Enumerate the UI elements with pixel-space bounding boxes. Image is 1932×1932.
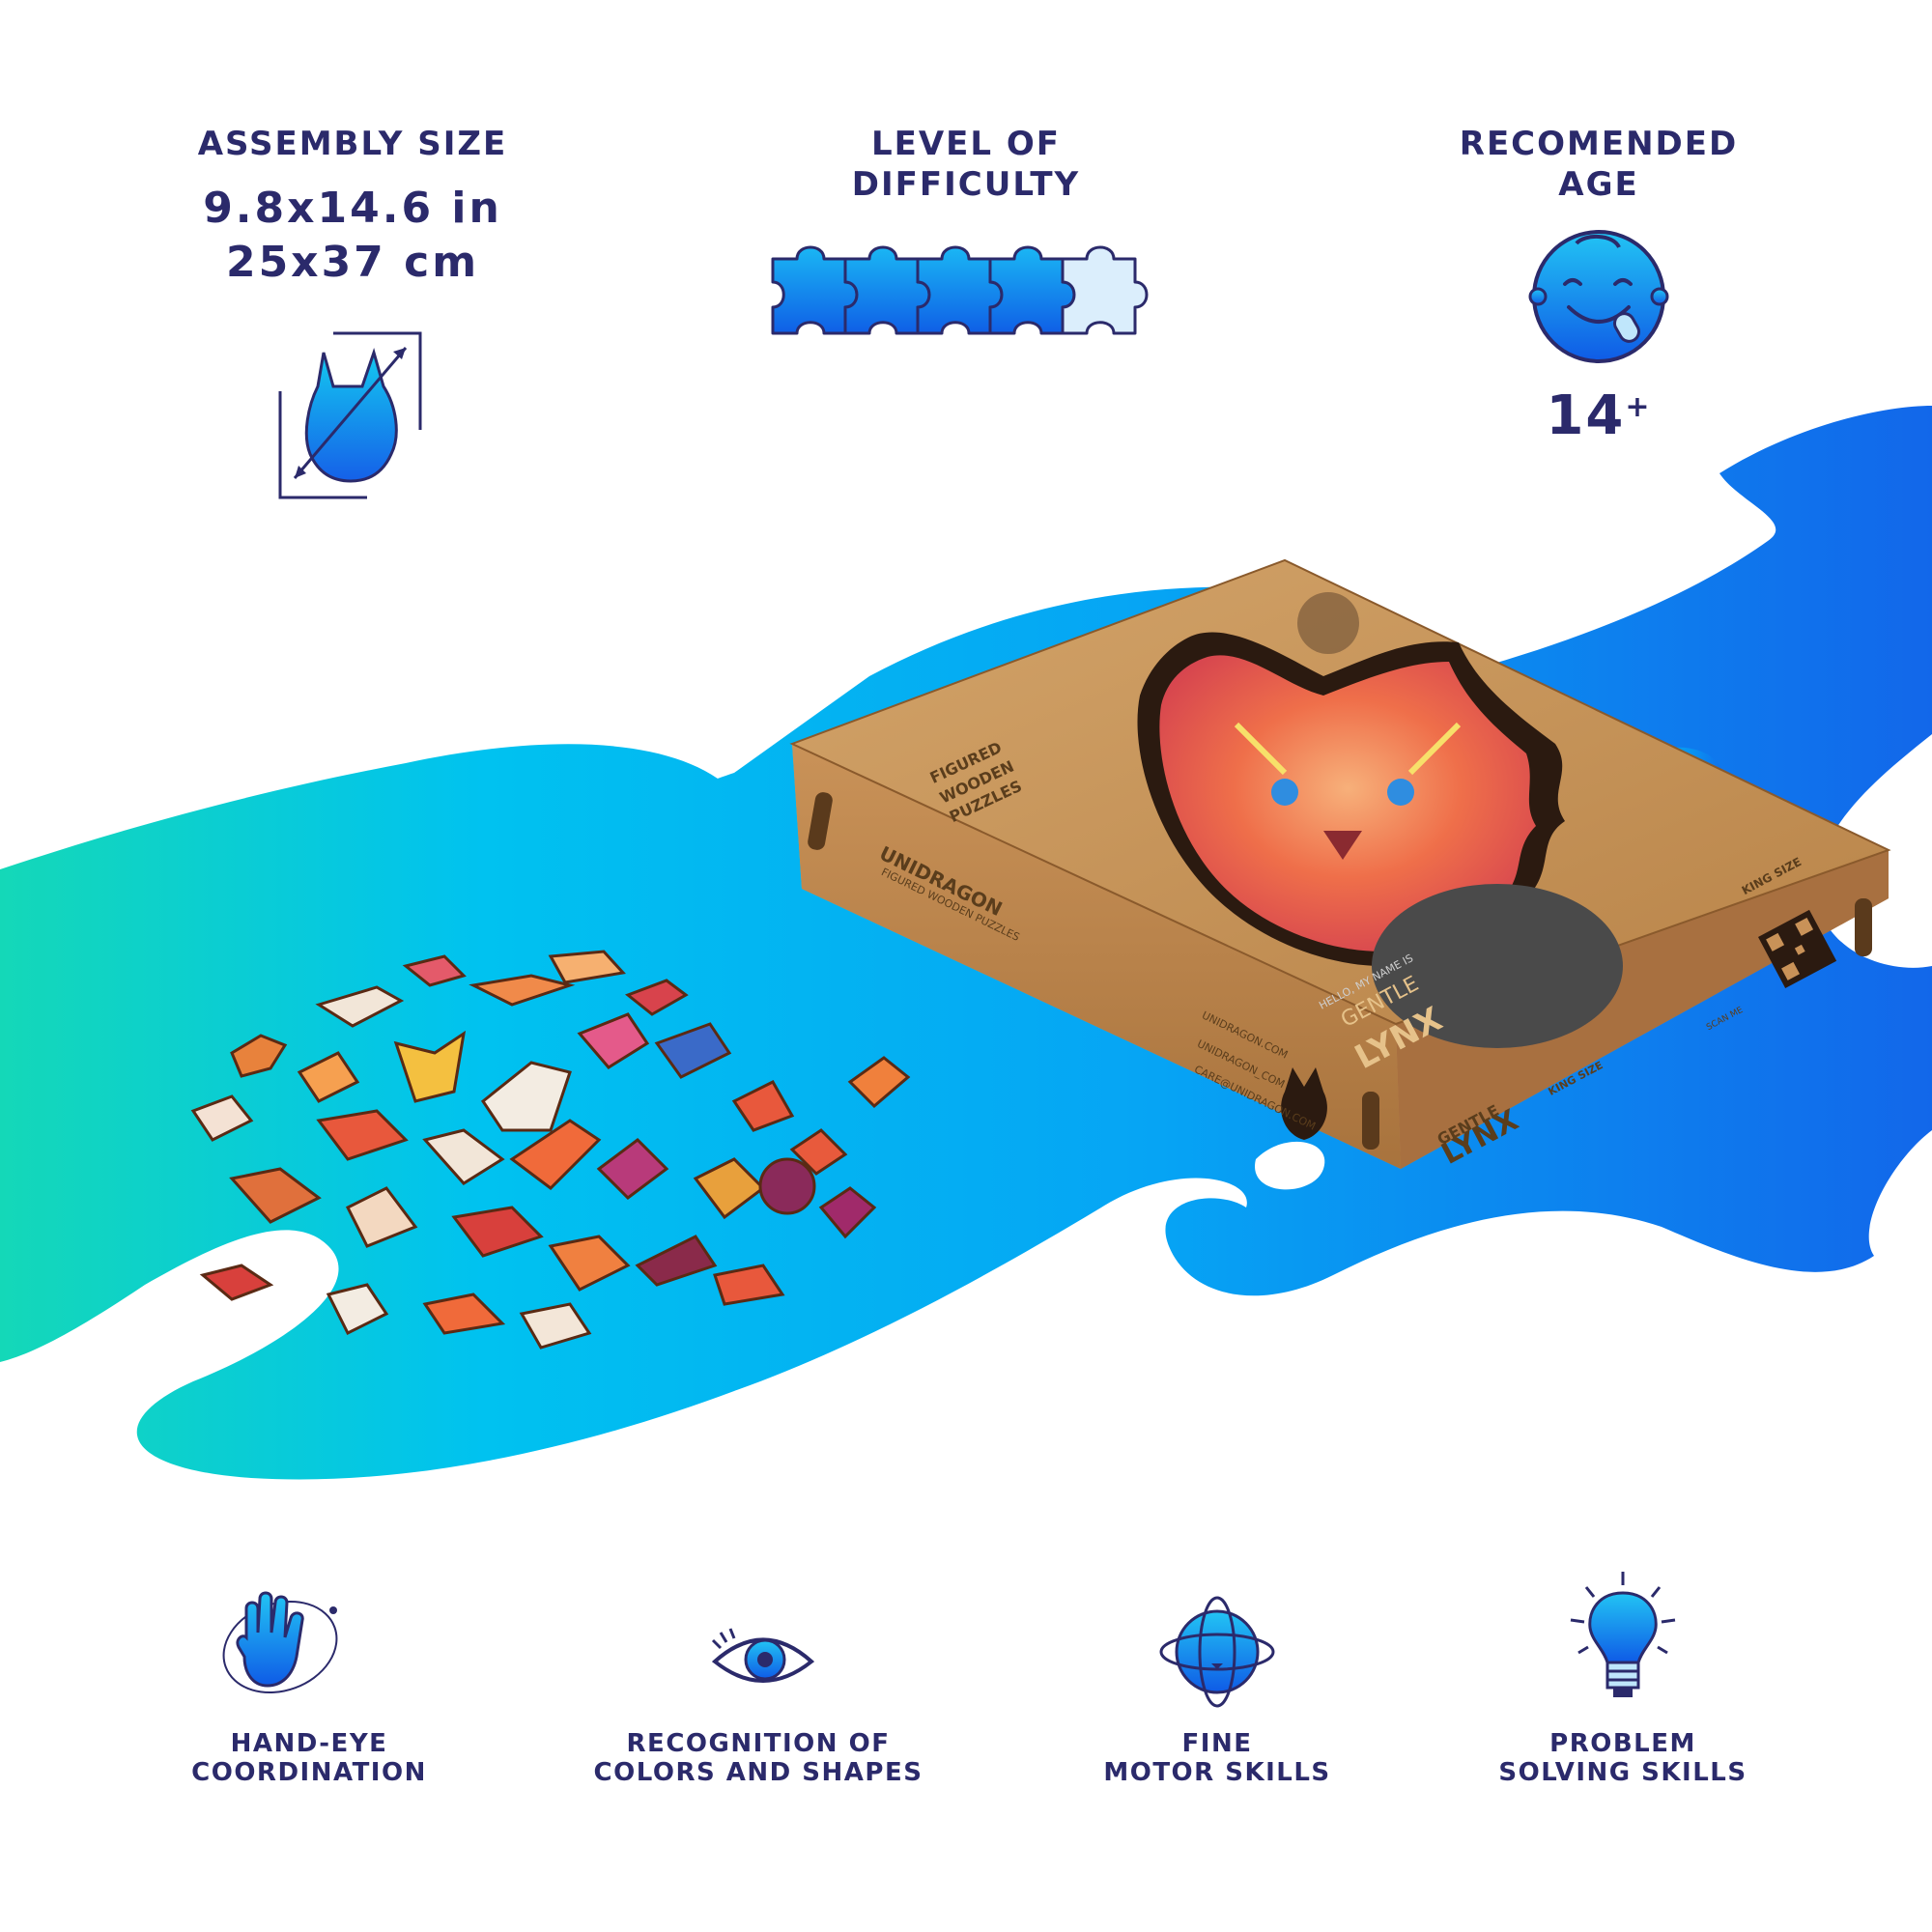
puzzle-box <box>789 558 1891 1169</box>
skill-problem-solving-line2: SOLVING SKILLS <box>1498 1758 1747 1787</box>
lightbulb-icon <box>1570 1572 1676 1697</box>
age-suffix: + <box>1625 390 1652 424</box>
smiling-face-icon <box>1528 230 1669 363</box>
hand-eye-icon <box>222 1591 338 1694</box>
skill-recognition-line1: RECOGNITION OF <box>626 1729 891 1758</box>
puzzle-pieces-rating-icon <box>771 245 1149 335</box>
skill-problem-solving-line1: PROBLEM <box>1549 1729 1696 1758</box>
difficulty-title-line2: DIFFICULTY <box>851 165 1081 204</box>
lynx-silhouette-dimension-icon <box>278 331 422 499</box>
eye-icon <box>711 1628 815 1683</box>
skill-fine-motor-line2: MOTOR SKILLS <box>1103 1758 1331 1787</box>
skill-hand-eye-line1: HAND-EYE <box>230 1729 388 1758</box>
difficulty-title-line1: LEVEL OF <box>870 125 1062 163</box>
scattered-puzzle-pieces <box>190 950 911 1350</box>
skill-recognition-line2: COLORS AND SHAPES <box>593 1758 923 1787</box>
assembly-title: ASSEMBLY SIZE <box>197 125 508 163</box>
skill-fine-motor-line1: FINE <box>1181 1729 1253 1758</box>
age-title-line1: RECOMENDED <box>1459 125 1739 163</box>
age-title-line2: AGE <box>1558 165 1639 204</box>
age-number: 14 <box>1546 384 1626 447</box>
assembly-size-cm: 25x37 cm <box>225 238 480 287</box>
skill-hand-eye-line2: COORDINATION <box>191 1758 427 1787</box>
assembly-size-inches: 9.8x14.6 in <box>203 184 502 233</box>
age-value: 14+ <box>1391 384 1806 447</box>
globe-icon <box>1159 1596 1275 1708</box>
